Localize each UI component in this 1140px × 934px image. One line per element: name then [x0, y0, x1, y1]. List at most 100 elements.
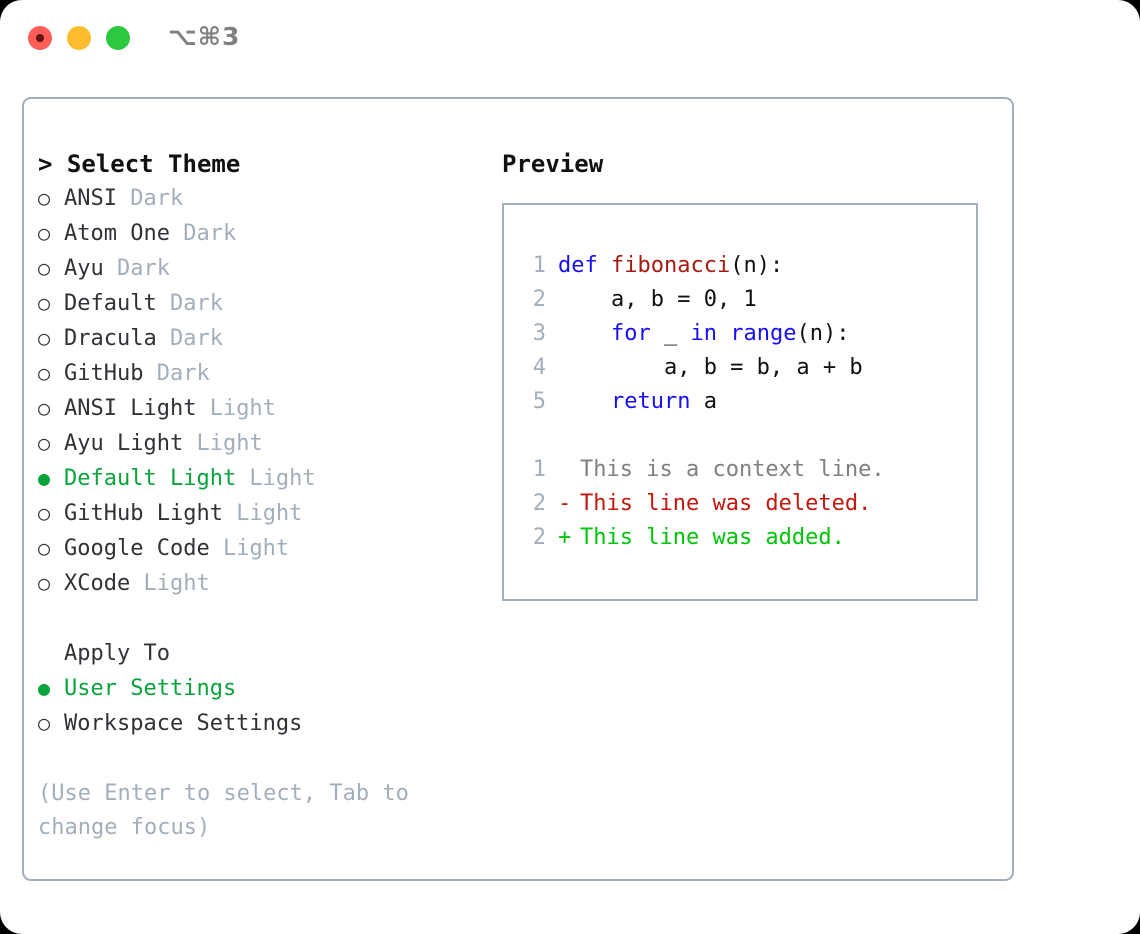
theme-list-item[interactable]: ○ GitHub Light Light [38, 496, 488, 531]
line-number: 3 [532, 321, 546, 346]
code-line: 2 a, b = 0, 1 [520, 283, 976, 317]
theme-list-item[interactable]: ○ ANSI Light Light [38, 391, 488, 426]
theme-name: ANSI [64, 186, 117, 211]
line-number: 2 [532, 525, 546, 550]
code-token [558, 317, 611, 351]
theme-list-item[interactable]: ○Ayu Light Light [38, 426, 488, 461]
keyboard-shortcut-label: ⌥⌘3 [168, 22, 241, 51]
theme-variant-badge: Dark [103, 256, 170, 281]
theme-name: Atom One [64, 221, 170, 246]
theme-list-item[interactable]: ○ Ayu Dark [38, 251, 488, 286]
theme-variant-badge: Light [183, 431, 263, 456]
theme-name: Google Code [64, 536, 210, 561]
radio-unselected-icon: ○ [38, 256, 51, 280]
code-token: a [690, 389, 717, 414]
theme-name: GitHub Light [64, 501, 223, 526]
radio-unselected-icon: ○ [38, 536, 51, 560]
theme-list-item[interactable]: ○ XCode Light [38, 566, 488, 601]
code-token: in [690, 321, 717, 346]
preview-panel-title: Preview [502, 150, 604, 178]
diff-marker: + [558, 525, 572, 550]
radio-selected-icon: ● [38, 676, 51, 700]
diff-line: 1 This is a context line. [520, 453, 976, 487]
close-window-button[interactable] [28, 26, 52, 50]
theme-list-item[interactable]: ○ Atom One Dark [38, 216, 488, 251]
preview-spacer [520, 419, 976, 453]
theme-list-item[interactable]: ○Default Dark [38, 286, 488, 321]
code-token: for [610, 321, 651, 346]
theme-list-item[interactable]: ○Dracula Dark [38, 321, 488, 356]
line-number: 4 [532, 355, 546, 380]
theme-name: Default Light [64, 466, 237, 491]
theme-variant-badge: Dark [169, 221, 237, 246]
diff-text: This is a context line. [580, 457, 885, 482]
apply-to-option[interactable]: ○Workspace Settings [38, 706, 488, 741]
theme-name: ANSI Light [64, 396, 197, 421]
line-number: 2 [532, 491, 546, 516]
apply-to-option-label: User Settings [64, 676, 237, 701]
radio-unselected-icon: ○ [38, 186, 51, 210]
theme-list-item[interactable]: ○ Google Code Light [38, 531, 488, 566]
theme-panel-title: > Select Theme [38, 150, 241, 178]
radio-unselected-icon: ○ [38, 571, 51, 595]
theme-list-item[interactable]: ● Default Light Light [38, 461, 488, 496]
code-token: fibonacci [610, 253, 731, 278]
theme-name: XCode [64, 571, 131, 596]
apply-to-option-label: Workspace Settings [64, 711, 303, 736]
apply-to-option[interactable]: ● User Settings [38, 671, 488, 706]
diff-text: This line was deleted. [580, 491, 872, 516]
diff-line: 2+This line was added. [520, 521, 976, 555]
code-token: range [730, 321, 797, 346]
theme-name: Dracula [64, 326, 157, 351]
line-number: 1 [532, 253, 546, 278]
line-number: 5 [532, 389, 546, 414]
theme-variant-badge: Light [222, 501, 303, 526]
theme-variant-badge: Light [236, 466, 316, 491]
diff-marker [558, 453, 580, 487]
code-line: 4 a, b = b, a + b [520, 351, 976, 385]
radio-unselected-icon: ○ [38, 396, 51, 420]
code-token: a, b = b, a + b [558, 355, 863, 380]
theme-variant-badge: Light [196, 396, 276, 421]
theme-name: Default [64, 291, 157, 316]
line-number: 2 [532, 287, 546, 312]
keyboard-hint-text: (Use Enter to select, Tab to change focu… [38, 781, 423, 840]
code-line: 1 def fibonacci(n): [520, 249, 976, 283]
code-token: (n): [730, 253, 784, 278]
theme-variant-badge: Light [209, 536, 290, 561]
theme-name: Ayu [64, 256, 104, 281]
apply-to-title: Apply To [64, 641, 170, 666]
diff-sample: 1 This is a context line.2-This line was… [520, 453, 976, 555]
apply-to-option-list: ● User Settings ○Workspace Settings [38, 671, 488, 741]
radio-unselected-icon: ○ [38, 361, 51, 385]
minimize-window-button[interactable] [67, 26, 91, 50]
theme-variant-badge: Dark [156, 291, 223, 316]
apply-to-section: Apply To ● User Settings ○Workspace Settin… [38, 637, 488, 741]
code-token: a, b = 0, 1 [558, 287, 757, 312]
theme-list-item[interactable]: ○ GitHub Dark [38, 356, 488, 391]
theme-name: GitHub [64, 361, 144, 386]
code-token [717, 317, 730, 351]
theme-variant-badge: Dark [143, 361, 210, 386]
theme-variant-badge: Dark [116, 186, 184, 211]
radio-unselected-icon: ○ [38, 501, 51, 525]
theme-variant-badge: Light [130, 571, 210, 596]
title-bar: ⌥⌘3 [0, 0, 1140, 78]
radio-selected-icon: ● [38, 466, 51, 490]
code-token: def [558, 253, 611, 278]
code-token [558, 385, 611, 419]
code-line: 3 for _ in range(n): [520, 317, 976, 351]
theme-picker-card: > Select Theme ○ANSI Dark○Atom One Dark○… [22, 97, 1014, 881]
line-number: 1 [532, 457, 546, 482]
diff-line: 2-This line was deleted. [520, 487, 976, 521]
code-line: 5 return a [520, 385, 976, 419]
theme-name: Ayu Light [64, 431, 184, 456]
theme-list-item[interactable]: ○ ANSI Dark [38, 181, 488, 216]
code-token: return [610, 389, 691, 414]
theme-variant-badge: Dark [156, 326, 223, 351]
radio-unselected-icon: ○ [38, 221, 51, 245]
maximize-window-button[interactable] [106, 26, 130, 50]
